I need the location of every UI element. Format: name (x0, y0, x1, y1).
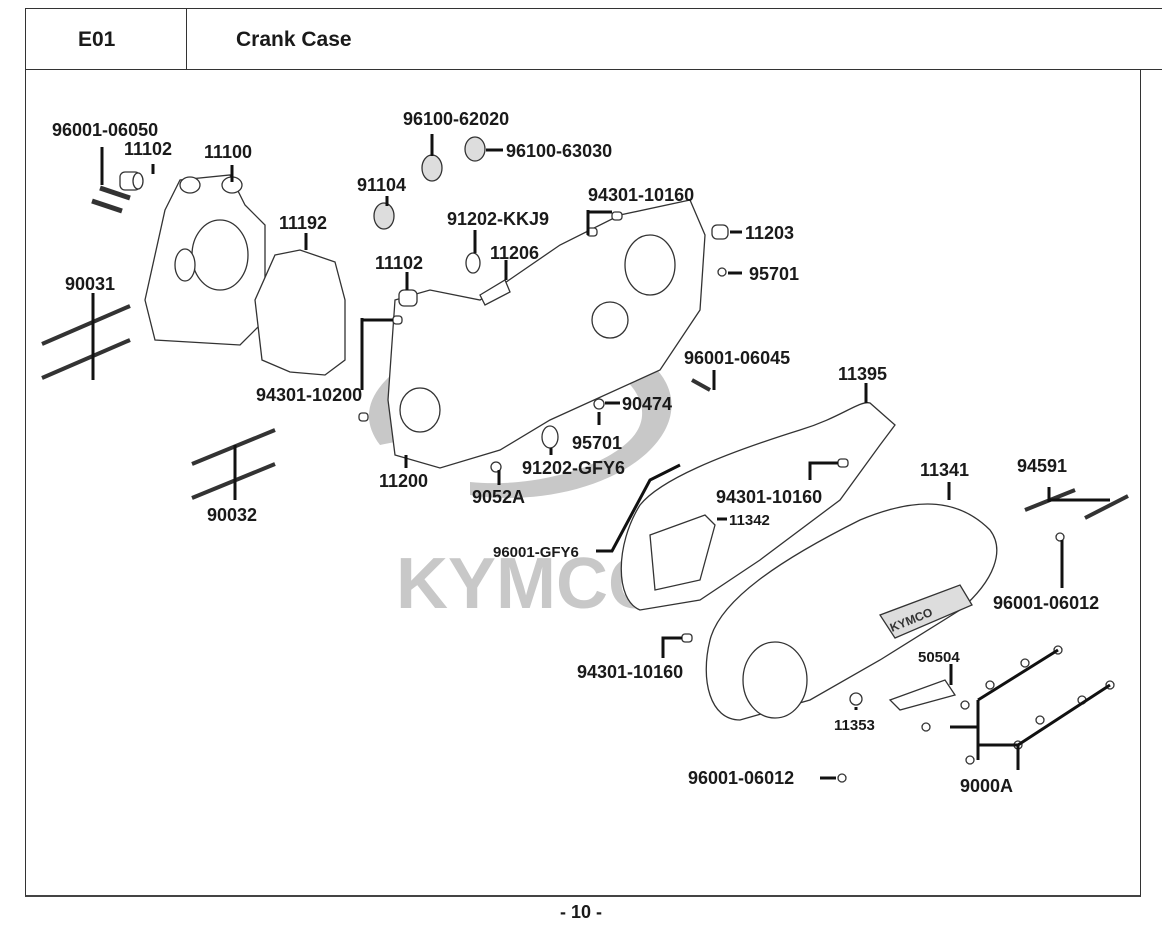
right-crankcase-drawing (144, 174, 266, 346)
part-label: 96001-GFY6 (493, 544, 579, 561)
part-label: 11341 (920, 460, 969, 480)
watermark-text: KYMCO (396, 544, 664, 624)
part-label: 94301-10160 (577, 662, 683, 682)
part-label: 91202-GFY6 (522, 458, 625, 478)
leader-lines (91, 134, 1111, 780)
section-title: Crank Case (236, 28, 352, 51)
dowel-pin-drawing (119, 171, 144, 191)
part-label: 94301-10200 (256, 385, 362, 405)
part-label: 11192 (279, 213, 327, 233)
crankcase-gasket-drawing (254, 249, 346, 376)
part-label: 90474 (622, 394, 672, 414)
part-label: 94301-10160 (588, 185, 694, 205)
left-crankcase-drawing (387, 199, 706, 469)
part-label: 11203 (745, 223, 794, 243)
part-label: 11206 (490, 243, 539, 263)
part-label: 9000A (960, 776, 1013, 796)
part-label: 11342 (729, 512, 770, 529)
part-label: 94301-10160 (716, 487, 822, 507)
part-label: 11102 (124, 139, 172, 159)
part-label: 96001-06045 (684, 348, 790, 368)
part-label: 11102 (375, 253, 423, 273)
part-label: 94591 (1017, 456, 1067, 476)
part-label: 11200 (379, 471, 428, 491)
part-label: 9052A (472, 487, 525, 507)
part-label: 95701 (572, 433, 622, 453)
part-label: 50504 (918, 649, 960, 666)
part-label: 11100 (204, 142, 252, 162)
section-code: E01 (78, 28, 116, 51)
part-label: 96001-06050 (52, 120, 158, 140)
part-label: 96100-63030 (506, 141, 612, 161)
part-label: 96001-06012 (688, 768, 794, 788)
plate-drawing (649, 514, 716, 591)
crankcase-cover-drawing: KYMCO (705, 503, 998, 721)
part-label: 91202-KKJ9 (447, 209, 549, 229)
part-label: 96001-06012 (993, 593, 1099, 613)
part-label: 90031 (65, 274, 115, 294)
part-labels: 96001-06050 11102 11100 11192 90031 9610… (52, 109, 1099, 796)
small-parts-drawing (358, 211, 729, 473)
part-label: 96100-62020 (403, 109, 509, 129)
part-label: 90032 (207, 505, 257, 525)
part-label: 95701 (749, 264, 799, 284)
bolt-drawing (91, 185, 131, 214)
part-label: 91104 (357, 175, 406, 195)
page-number: - 10 - (559, 902, 602, 922)
diagram-frame (25, 69, 1141, 897)
part-label: 11395 (838, 364, 887, 384)
part-label: 11353 (834, 717, 875, 734)
